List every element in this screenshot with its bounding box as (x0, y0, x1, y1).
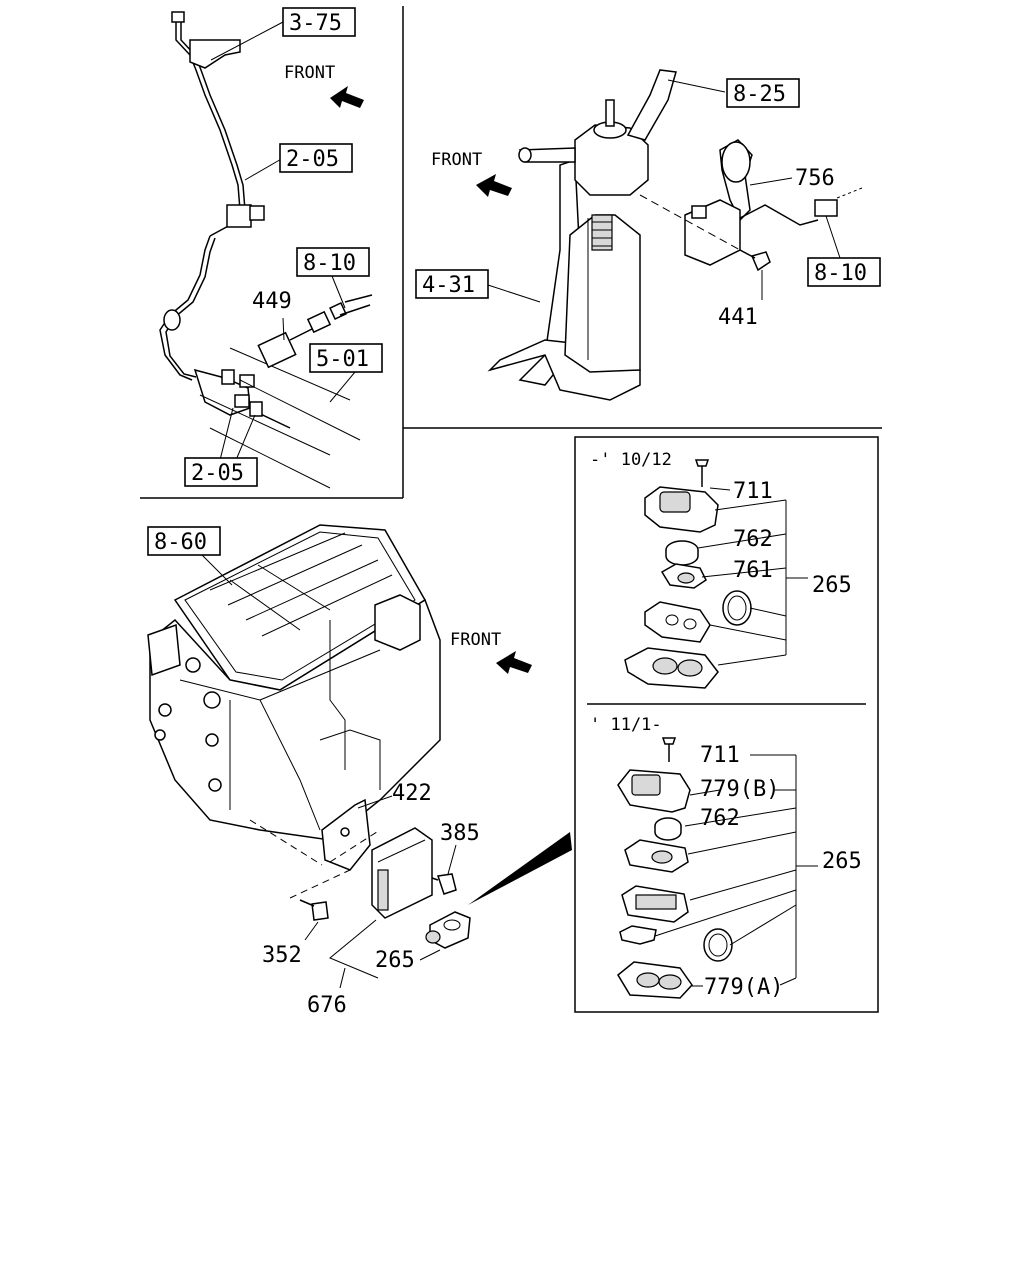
date-range-early: -' 10/12 (590, 450, 672, 470)
part-352: 352 (262, 943, 302, 968)
part-449: 449 (252, 289, 292, 314)
part-265-late: 265 (822, 849, 862, 874)
part-779b-late: 779(B) (700, 777, 779, 802)
front-label: FRONT (284, 63, 335, 83)
ref-8-25: 8-25 (733, 82, 786, 107)
ref-8-10-left: 8-10 (303, 251, 356, 276)
part-711-early: 711 (733, 479, 773, 504)
front-label: FRONT (450, 630, 501, 650)
ref-8-60: 8-60 (154, 530, 207, 555)
part-762-late: 762 (700, 806, 740, 831)
ref-5-01: 5-01 (316, 347, 369, 372)
part-265-early: 265 (812, 573, 852, 598)
front-arrow-icon (476, 174, 512, 197)
brake-switch-panel: FRONT 3-75 2-05 8-10 5-01 2-05 449 (159, 7, 383, 489)
part-711-late: 711 (700, 743, 740, 768)
part-779a-late: 779(A) (704, 975, 783, 1000)
part-422: 422 (392, 781, 432, 806)
front-arrow-icon (496, 651, 532, 674)
heater-unit-panel: FRONT 8-60 422 385 352 265 676 (147, 524, 572, 1018)
part-265: 265 (375, 948, 415, 973)
ref-4-31: 4-31 (422, 273, 475, 298)
ref-8-10-right: 8-10 (814, 261, 867, 286)
front-arrow-icon (330, 86, 364, 108)
keyless-late-panel: ' 11/1- 711 (590, 715, 862, 1000)
ref-2-05-bottom: 2-05 (191, 461, 244, 486)
part-441: 441 (718, 305, 758, 330)
front-label: FRONT (431, 150, 482, 170)
part-676: 676 (307, 993, 347, 1018)
ref-3-75: 3-75 (289, 11, 342, 36)
keyless-early-panel: -' 10/12 711 762 761 (590, 450, 852, 689)
panel-borders (140, 6, 882, 1013)
part-756: 756 (795, 166, 835, 191)
date-range-late: ' 11/1- (590, 715, 662, 735)
ref-2-05-top: 2-05 (286, 147, 339, 172)
steering-column-panel: FRONT 8-25 4-31 8-10 756 441 (415, 69, 881, 401)
part-762-early: 762 (733, 527, 773, 552)
part-385: 385 (440, 821, 480, 846)
part-761-early: 761 (733, 558, 773, 583)
